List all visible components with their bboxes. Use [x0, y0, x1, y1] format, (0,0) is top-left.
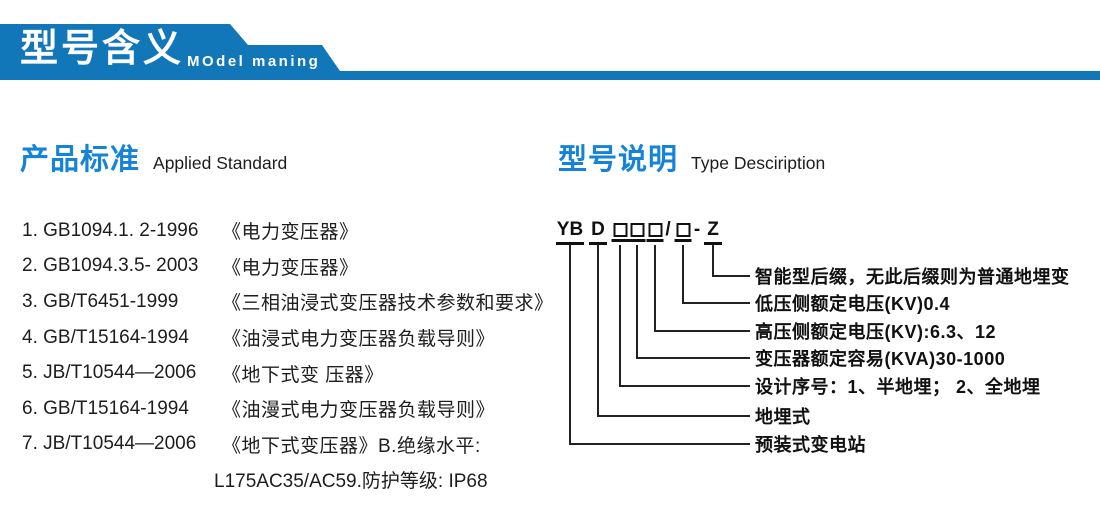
underline — [674, 239, 692, 242]
underline — [704, 242, 722, 245]
underline — [611, 239, 629, 242]
connector-vline — [654, 245, 656, 330]
connector-vline — [619, 245, 621, 385]
model-type-code-text: D — [591, 219, 605, 240]
model-suffix-text: Z — [707, 219, 719, 240]
connector-hline — [619, 385, 750, 387]
model-code-label: 设计序号：1、半地埋； 2、全地埋 — [755, 377, 1041, 397]
connector-hline — [682, 302, 750, 304]
page-banner: 型号含义 MOdel maning — [0, 24, 1100, 80]
standard-item: 1. GB1094.1. 2-1996 《电力变压器》 — [22, 213, 552, 249]
standard-item: 4. GB/T15164-1994 《油浸式电力变压器负载导则》 — [22, 320, 552, 356]
connector-vline — [712, 245, 714, 275]
model-type-code: D — [589, 220, 607, 245]
model-code-label: 智能型后缀，无此后缀则为普通地埋变 — [755, 267, 1070, 287]
connector-vline — [597, 245, 599, 415]
standard-code: 4. GB/T15164-1994 — [22, 326, 189, 348]
standard-item: 7. JB/T10544—2006 《地下式变压器》B.绝缘水平: — [22, 427, 552, 463]
model-code-label: 高压侧额定电压(KV):6.3、12 — [755, 322, 997, 342]
model-capacity-box — [646, 220, 664, 242]
standard-code: 6. GB/T15164-1994 — [22, 397, 189, 419]
connector-vline — [569, 245, 571, 443]
type-description-heading: 型号说明 Type Desciription — [558, 136, 825, 178]
standard-item: 3. GB/T6451-1999 《三相油浸式变压器技术参数和要求》 — [22, 284, 554, 320]
type-description-heading-cn: 型号说明 — [558, 144, 679, 176]
model-slash: / — [665, 220, 670, 240]
connector-vline — [682, 245, 684, 302]
underline — [628, 239, 646, 242]
standard-code: 2. GB1094.3.5- 2003 — [22, 255, 199, 277]
banner-title: 型号含义 — [20, 28, 185, 70]
model-code-label: 变压器额定容易(KVA)30-1000 — [755, 349, 1006, 369]
placeholder-box-icon — [630, 223, 644, 237]
standard-item: 2. GB1094.3.5- 2003 《电力变压器》 — [22, 249, 552, 285]
model-code-diagram: YB D / - Z 智能型后缀，无此后缀则为普通地埋变 低压侧额定电压(KV)… — [550, 215, 1100, 465]
connector-hline — [712, 275, 750, 277]
model-prefix-text: YB — [556, 219, 584, 240]
applied-standard-heading-cn: 产品标准 — [20, 144, 141, 176]
underline — [556, 242, 584, 245]
applied-standard-heading: 产品标准 Applied Standard — [20, 136, 287, 178]
model-code-label: 预装式变电站 — [755, 435, 866, 455]
standard-code: 5. JB/T10544—2006 — [22, 362, 197, 384]
placeholder-box-icon — [648, 223, 662, 237]
placeholder-box-icon — [676, 223, 690, 237]
model-dash-text: - — [693, 219, 701, 240]
standard-name: 《电力变压器》 — [222, 222, 359, 244]
model-suffix: Z — [704, 220, 722, 245]
model-slash-text: / — [665, 219, 671, 240]
standard-item: 6. GB/T15164-1994 《油漫式电力变压器负载导则》 — [22, 391, 552, 427]
standard-continuation-row: L175AC35/AC59.防护等级: IP68 — [22, 462, 552, 498]
standard-name: 《地下式变 压器》 — [222, 364, 384, 386]
standard-name: 《电力变压器》 — [222, 257, 359, 279]
connector-vline — [636, 245, 638, 357]
standard-name: 《油浸式电力变压器负载导则》 — [222, 329, 496, 351]
placeholder-box-icon — [613, 223, 627, 237]
model-dash: - — [694, 220, 700, 240]
connector-hline — [597, 415, 750, 417]
standard-name: 《地下式变压器》B.绝缘水平: — [222, 435, 481, 457]
model-code-label: 地埋式 — [755, 407, 811, 427]
underline — [589, 242, 607, 245]
connector-hline — [569, 443, 750, 445]
model-capacity-box — [611, 220, 629, 242]
model-code-label: 低压侧额定电压(KV)0.4 — [755, 294, 951, 314]
applied-standard-heading-en: Applied Standard — [153, 153, 288, 173]
standard-item: 5. JB/T10544—2006 《地下式变 压器》 — [22, 355, 552, 391]
model-prefix: YB — [556, 220, 584, 245]
standard-code: 3. GB/T6451-1999 — [22, 290, 179, 312]
standard-continuation: L175AC35/AC59.防护等级: IP68 — [214, 471, 488, 493]
type-description-heading-en: Type Desciription — [691, 153, 826, 173]
standard-name: 《油漫式电力变压器负载导则》 — [222, 400, 496, 422]
standard-code: 7. JB/T10544—2006 — [22, 433, 197, 455]
model-voltage-box — [674, 220, 692, 242]
model-capacity-box — [628, 220, 646, 242]
underline — [646, 239, 664, 242]
banner-subtitle: MOdel maning — [187, 53, 321, 70]
standard-name: 《三相油浸式变压器技术参数和要求》 — [222, 293, 554, 315]
connector-hline — [654, 330, 750, 332]
standard-code: 1. GB1094.1. 2-1996 — [22, 219, 199, 241]
standards-list: 1. GB1094.1. 2-1996 《电力变压器》 2. GB1094.3.… — [22, 213, 554, 498]
connector-hline — [636, 357, 750, 359]
